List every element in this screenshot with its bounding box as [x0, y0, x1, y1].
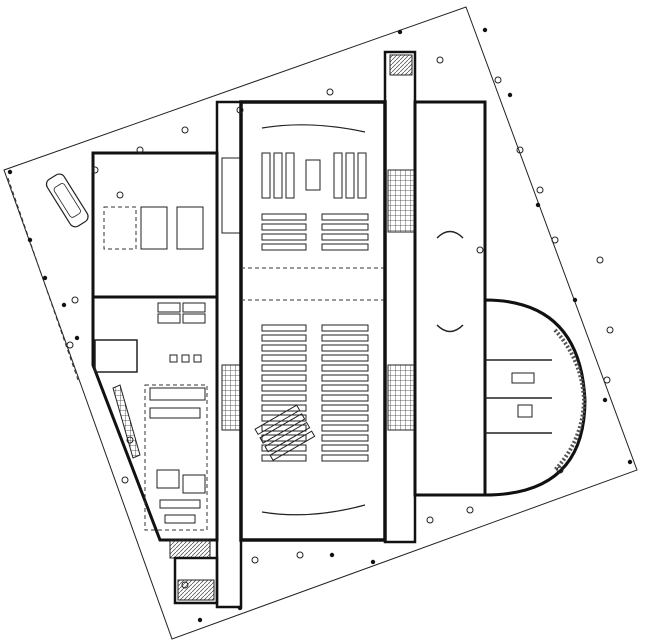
bollard-icon: [7, 169, 13, 175]
tree-icon: [71, 296, 79, 304]
bench-row: [261, 394, 307, 402]
bench-row: [321, 374, 369, 382]
parked-car: [45, 173, 89, 228]
site-boundary: [3, 6, 638, 640]
tree-icon: [116, 191, 124, 199]
service-block-upper: [91, 151, 219, 299]
bench-row: [261, 414, 307, 422]
bench-row: [321, 324, 369, 332]
bench-row: [321, 394, 369, 402]
bench-row: [261, 404, 307, 412]
tree-icon: [551, 236, 559, 244]
tree-icon: [136, 146, 144, 154]
bench-row: [321, 404, 369, 412]
tree-icon: [466, 506, 474, 514]
tree-symbols: [66, 56, 614, 589]
tree-icon: [426, 516, 434, 524]
bollard-icon: [197, 617, 203, 623]
bollard-icon: [572, 297, 578, 303]
tree-icon: [296, 551, 304, 559]
service-block-lower: [91, 295, 219, 559]
tree-icon: [121, 476, 129, 484]
bench-row: [321, 354, 369, 362]
bench-row: [261, 334, 307, 342]
tree-icon: [516, 146, 524, 154]
bench-row: [321, 334, 369, 342]
site-boundary-dash: [7, 177, 79, 381]
bollard-icon: [61, 302, 67, 308]
bench-row: [321, 434, 369, 442]
tree-icon: [251, 556, 259, 564]
lower-stair-tower: [173, 556, 219, 605]
bollard-icon: [535, 202, 541, 208]
bollard-icon: [42, 275, 48, 281]
bench-row: [261, 444, 307, 452]
spine-corridor-left: [215, 100, 243, 609]
bollard-icon: [370, 559, 376, 565]
tree-icon: [126, 436, 134, 444]
bench-row: [321, 414, 369, 422]
tree-icon: [181, 581, 189, 589]
angled-benches: [254, 404, 316, 462]
bench-row: [261, 354, 307, 362]
bench-row: [321, 344, 369, 352]
bench-row: [321, 364, 369, 372]
tree-icon: [436, 56, 444, 64]
bench-row: [261, 364, 307, 372]
bollard-icon: [627, 459, 633, 465]
bollard-icon: [397, 29, 403, 35]
tree-icon: [236, 106, 244, 114]
bench-row: [261, 324, 307, 332]
bollard-icon: [482, 27, 488, 33]
bench-row: [321, 424, 369, 432]
bollard-symbols: [7, 27, 633, 623]
tree-icon: [476, 246, 484, 254]
bollard-icon: [74, 335, 80, 341]
main-hall: [239, 100, 387, 542]
seating-lower: [261, 324, 369, 462]
bollard-icon: [27, 237, 33, 243]
lobby-gallery: [413, 100, 487, 497]
bench-row: [261, 454, 307, 462]
bollard-icon: [329, 552, 335, 558]
tree-icon: [556, 466, 564, 474]
tree-icon: [603, 376, 611, 384]
tree-icon: [606, 326, 614, 334]
tree-icon: [596, 256, 604, 264]
tree-icon: [326, 88, 334, 96]
tree-icon: [494, 76, 502, 84]
curved-wing: [483, 298, 587, 497]
central-core: [383, 50, 417, 544]
bench-row: [321, 454, 369, 462]
tree-icon: [66, 341, 74, 349]
tree-icon: [536, 186, 544, 194]
bench-row: [321, 384, 369, 392]
bench-row: [321, 444, 369, 452]
bench-row: [261, 374, 307, 382]
bench-row: [261, 384, 307, 392]
tree-icon: [181, 126, 189, 134]
seating-upper: [261, 152, 369, 251]
bollard-icon: [507, 92, 513, 98]
tree-icon: [91, 166, 99, 174]
bench-row: [261, 344, 307, 352]
bollard-icon: [237, 605, 243, 611]
bollard-icon: [602, 397, 608, 403]
